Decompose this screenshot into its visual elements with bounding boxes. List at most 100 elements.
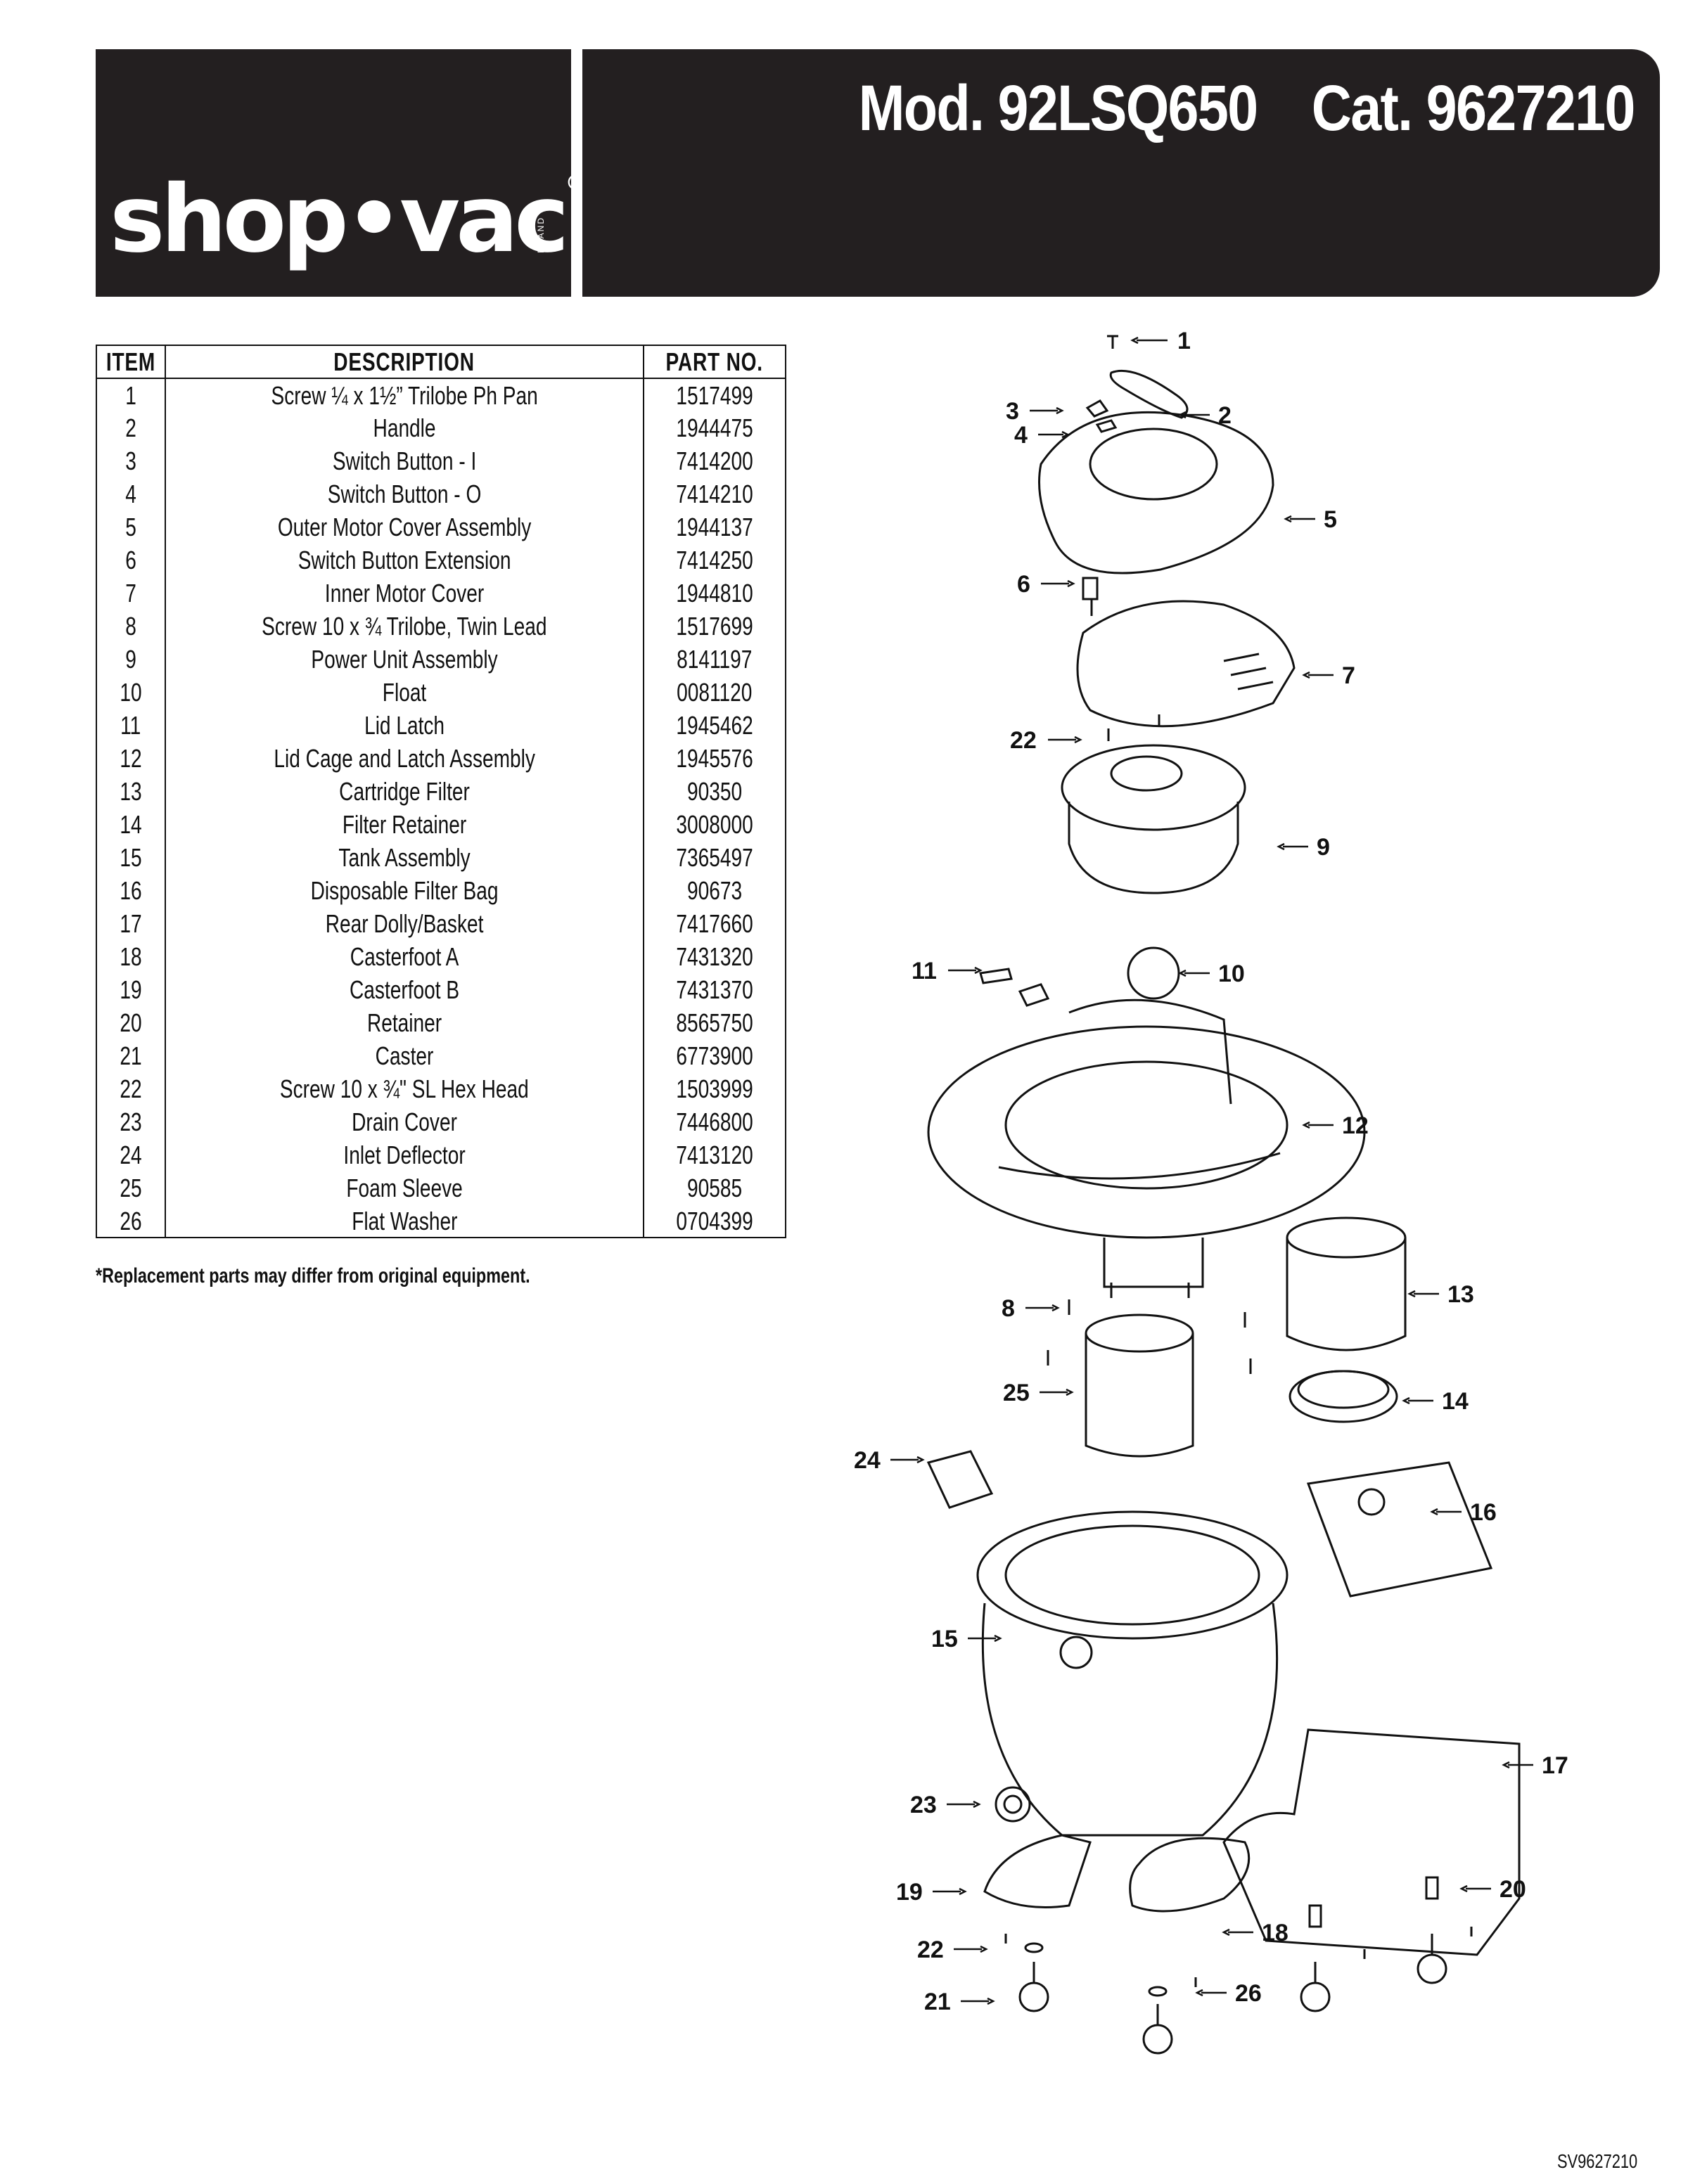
catalog-number: Cat. 9627210 [1312,72,1636,144]
cell-description: Cartridge Filter [165,775,644,808]
callout-9: 9 [1317,834,1330,861]
callout-26: 26 [1235,1980,1262,2007]
cell-part-no: 7417660 [643,907,786,940]
inlet-deflector-illustration [926,1450,994,1509]
handle-illustration [1109,369,1189,419]
cell-item: 14 [96,808,166,841]
cell-part-no: 1944810 [643,577,786,610]
cell-item: 1 [96,378,166,411]
callout-4: 4 [1014,422,1028,449]
cell-item: 13 [96,775,166,808]
cell-part-no: 7431370 [643,973,786,1006]
cell-part-no: 7431320 [643,940,786,973]
cell-description: Tank Assembly [165,841,644,874]
callout-14: 14 [1442,1388,1469,1415]
cell-description: Lid Latch [165,709,644,742]
cell-part-no: 1945576 [643,742,786,775]
cell-item: 8 [96,610,166,643]
brand-logo-panel: shop•vac® BRAND [96,49,586,297]
callout-2: 2 [1218,402,1232,429]
brand-logo: shop•vac® [110,173,586,266]
filter-retainer-illustration [1289,1370,1398,1423]
switch-buttons-illustration [1085,399,1118,433]
drain-cover-illustration [995,1786,1031,1823]
model-title: Mod. 92LSQ650 Cat. 9627210 [858,72,1636,146]
cell-item: 22 [96,1072,166,1105]
cell-description: Drain Cover [165,1105,644,1138]
column-header-part-no: PART NO. [643,345,786,379]
cell-description: Caster [165,1039,644,1072]
cell-part-no: 3008000 [643,808,786,841]
cell-description: Screw 10 x ¾" SL Hex Head [165,1072,644,1105]
cell-item: 6 [96,544,166,577]
cell-part-no: 7414200 [643,444,786,477]
cell-part-no: 1503999 [643,1072,786,1105]
cell-item: 25 [96,1171,166,1205]
cell-item: 10 [96,676,166,709]
callout-24: 24 [854,1447,881,1474]
callout-18: 18 [1262,1920,1289,1946]
rear-dolly-illustration [1222,1728,1521,1956]
column-header-description: DESCRIPTION [165,345,644,379]
cell-item: 21 [96,1039,166,1072]
callout-7: 7 [1342,662,1355,689]
callout-20: 20 [1500,1876,1526,1903]
casterfoot-b-illustration [983,1834,1092,1908]
cell-part-no: 90673 [643,874,786,907]
exploded-parts-diagram: 1 2 3 4 5 6 7 22 9 11 10 12 8 13 25 14 2… [854,328,1568,2055]
callout-1: 1 [1177,328,1191,354]
switch-extension-illustration [1082,577,1099,616]
cell-item: 26 [96,1205,166,1238]
power-unit-illustration [1061,744,1246,894]
cell-description: Float [165,676,644,709]
cell-part-no: 7365497 [643,841,786,874]
callout-21: 21 [924,1989,951,2015]
cell-item: 19 [96,973,166,1006]
document-id: SV9627210 [1557,2150,1638,2172]
model-number: Mod. 92LSQ650 [858,72,1259,144]
cell-description: Flat Washer [165,1205,644,1238]
cell-part-no: 1944475 [643,411,786,444]
cell-item: 18 [96,940,166,973]
cell-item: 3 [96,444,166,477]
cell-item: 20 [96,1006,166,1039]
cell-description: Outer Motor Cover Assembly [165,510,644,544]
cell-part-no: 8141197 [643,643,786,676]
callout-16: 16 [1470,1499,1497,1526]
cell-part-no: 1945462 [643,709,786,742]
cell-description: Screw ¼ x 1½” Trilobe Ph Pan [165,378,644,411]
callout-3: 3 [1006,398,1019,425]
cell-part-no: 7446800 [643,1105,786,1138]
screws-22-illustration [1107,714,1160,741]
cell-item: 17 [96,907,166,940]
cell-description: Disposable Filter Bag [165,874,644,907]
washers-retainers-illustration [1004,1876,1473,1997]
callout-25: 25 [1003,1380,1030,1406]
cell-item: 5 [96,510,166,544]
screw-illustration [1107,335,1118,349]
cell-item: 15 [96,841,166,874]
cell-description: Retainer [165,1006,644,1039]
float-illustration [1127,946,1180,1000]
screws-8-illustration [1047,1283,1252,1374]
cell-item: 23 [96,1105,166,1138]
callout-19: 19 [896,1879,923,1906]
cell-part-no: 90585 [643,1171,786,1205]
callout-labels: 1 2 3 4 5 6 7 22 9 11 10 12 8 13 25 14 2… [854,328,1568,2015]
cell-description: Casterfoot A [165,940,644,973]
cell-description: Lid Cage and Latch Assembly [165,742,644,775]
